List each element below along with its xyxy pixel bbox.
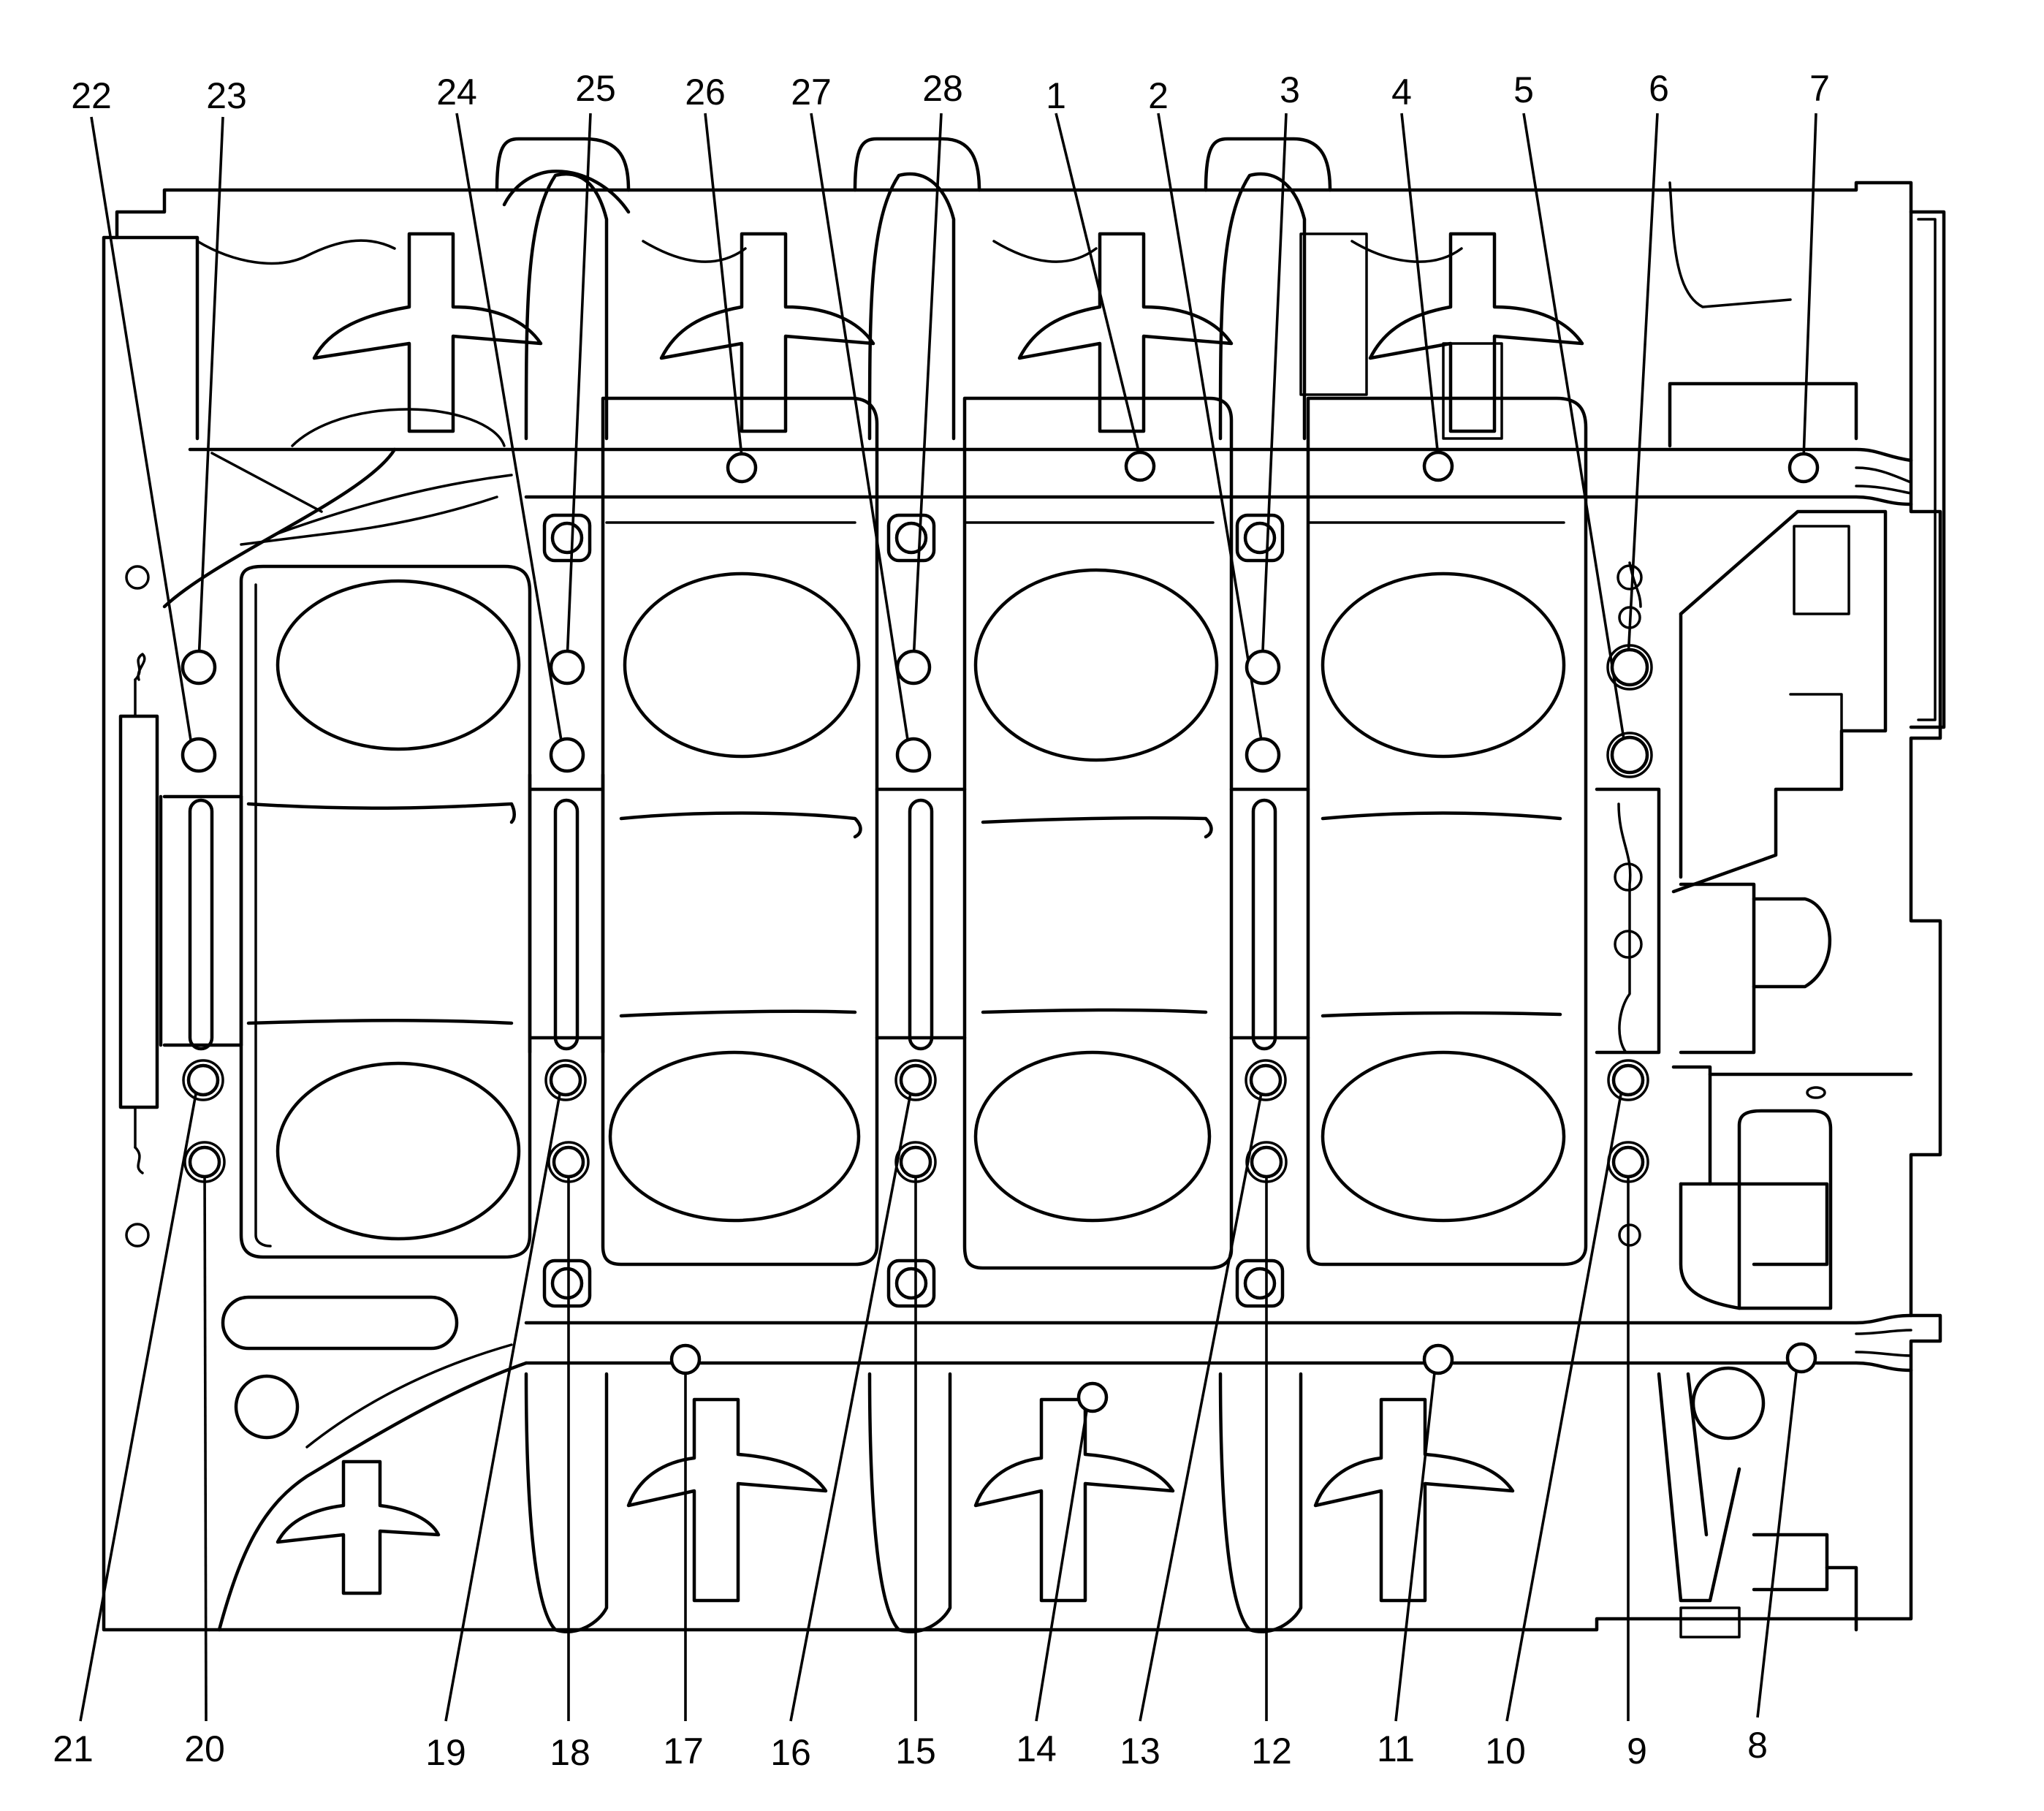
callout-6: 6 [1649, 68, 1669, 109]
bolt-27 [895, 737, 932, 773]
bolt-17 [669, 1343, 702, 1375]
upper-casting-detail [115, 137, 1858, 448]
callout-4: 4 [1391, 72, 1412, 113]
callout-20: 20 [184, 1728, 225, 1769]
bolt-7 [1787, 452, 1820, 484]
callout-leaders [79, 113, 1817, 1722]
cylinder-bays [239, 396, 1588, 1270]
callout-10: 10 [1485, 1731, 1526, 1772]
callout-26: 26 [685, 72, 726, 113]
callout-7: 7 [1809, 68, 1830, 109]
bolt-28 [895, 649, 932, 686]
bolt-18 [552, 1145, 585, 1179]
callout-19: 19 [425, 1732, 466, 1773]
callout-11: 11 [1377, 1728, 1415, 1769]
callout-12: 12 [1251, 1731, 1292, 1772]
rear-casting-detail [1616, 509, 1913, 1310]
callout-8: 8 [1747, 1725, 1768, 1766]
bolt-25 [549, 649, 585, 686]
bolt-1 [1124, 450, 1156, 482]
callout-1: 1 [1046, 75, 1066, 116]
callout-27: 27 [791, 72, 832, 113]
callout-labels: 1 2 3 4 5 6 7 8 9 10 11 12 13 14 15 16 1… [53, 68, 1830, 1773]
bolt-8 [1785, 1342, 1817, 1374]
bolt-3 [1245, 649, 1281, 686]
callout-23: 23 [206, 75, 247, 116]
callout-9: 9 [1627, 1731, 1647, 1772]
deck-bolt-bosses [542, 513, 1285, 1308]
bolt-23 [181, 649, 217, 686]
callout-16: 16 [770, 1732, 811, 1773]
bolt-26 [726, 452, 758, 484]
bolt-2 [1245, 737, 1281, 773]
bolt-20 [188, 1145, 221, 1179]
bolt-6 [1610, 648, 1649, 687]
lower-deck-rail [217, 1295, 1913, 1632]
callout-24: 24 [436, 72, 477, 113]
bolt-5 [1610, 735, 1649, 775]
bolt-11 [1422, 1343, 1454, 1375]
callout-22: 22 [71, 75, 112, 116]
callout-14: 14 [1016, 1728, 1057, 1769]
bolt-9 [1611, 1145, 1645, 1179]
bolt-4 [1422, 450, 1454, 482]
callout-3: 3 [1280, 69, 1300, 110]
callout-28: 28 [922, 68, 963, 109]
bolt-15 [899, 1145, 932, 1179]
block-outline [102, 181, 1946, 1632]
bolt-locations [181, 450, 1820, 1413]
callout-15: 15 [895, 1731, 936, 1772]
bolt-16 [899, 1063, 932, 1097]
main-bearing-bulkheads [159, 772, 1661, 1055]
callout-25: 25 [575, 68, 616, 109]
bolt-22 [181, 737, 217, 773]
bolt-13 [1249, 1063, 1283, 1097]
small-holes [125, 565, 1641, 1248]
lower-casting-detail [276, 1372, 1858, 1639]
callout-21: 21 [53, 1728, 94, 1769]
bolt-10 [1611, 1063, 1645, 1097]
callout-2: 2 [1148, 75, 1169, 116]
callout-5: 5 [1513, 69, 1534, 110]
bolt-24 [549, 737, 585, 773]
callout-18: 18 [550, 1732, 590, 1773]
callout-17: 17 [663, 1731, 704, 1772]
bolt-12 [1250, 1145, 1283, 1179]
upper-deck-rail [162, 447, 1913, 609]
bolt-14 [1076, 1381, 1109, 1413]
bolt-21 [186, 1063, 220, 1097]
bolt-19 [549, 1063, 582, 1097]
callout-13: 13 [1120, 1731, 1160, 1772]
